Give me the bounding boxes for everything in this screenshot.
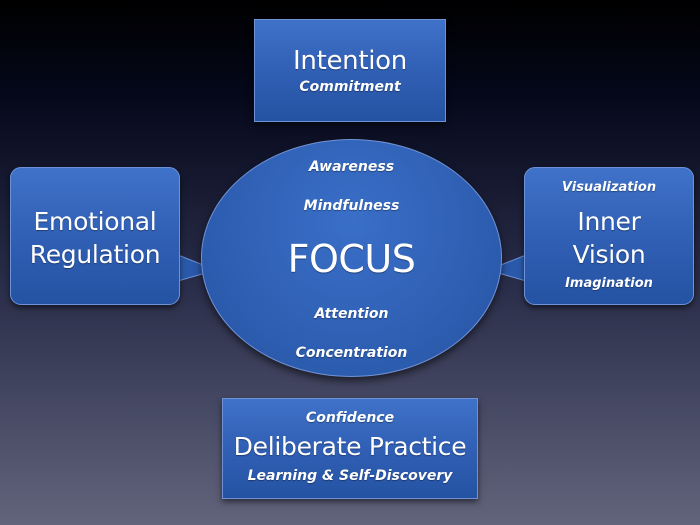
emotional-regulation-line2: Regulation bbox=[29, 240, 161, 269]
visualization-label: Visualization bbox=[561, 180, 657, 195]
deliberate-practice-box: Confidence Deliberate Practice Learning … bbox=[222, 398, 478, 499]
learning-self-discovery-label: Learning & Self-Discovery bbox=[247, 468, 453, 484]
awareness-label: Awareness bbox=[308, 159, 395, 175]
inner-vision-line2: Vision bbox=[572, 240, 646, 269]
focus-ellipse: Awareness Mindfulness FOCUS Attention Co… bbox=[201, 139, 502, 377]
inner-vision-line1: Inner bbox=[577, 207, 641, 236]
intention-box: Intention Commitment bbox=[254, 19, 446, 122]
emotional-regulation-box: Emotional Regulation bbox=[10, 167, 180, 305]
attention-label: Attention bbox=[314, 306, 389, 322]
imagination-label: Imagination bbox=[565, 276, 653, 291]
intention-title: Intention bbox=[293, 46, 407, 76]
confidence-label: Confidence bbox=[305, 410, 395, 426]
deliberate-practice-title: Deliberate Practice bbox=[233, 432, 467, 461]
inner-vision-box: Visualization Inner Vision Imagination bbox=[524, 167, 694, 305]
concentration-label: Concentration bbox=[295, 345, 408, 361]
commitment-subtitle: Commitment bbox=[299, 79, 401, 95]
emotional-regulation-line1: Emotional bbox=[33, 207, 157, 236]
focus-title: FOCUS bbox=[287, 237, 416, 281]
mindfulness-label: Mindfulness bbox=[303, 198, 400, 214]
